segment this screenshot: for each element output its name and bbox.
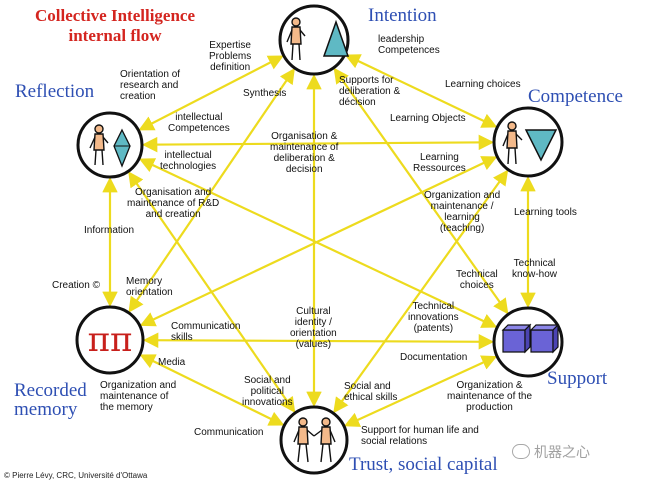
label-leadership: leadership Competences [378, 34, 440, 56]
node-intention [278, 4, 350, 76]
label-media: Media [158, 357, 186, 368]
label-org-maint-memory: Organization and maintenance of the memo… [100, 380, 177, 413]
label-competence: Competence [528, 86, 623, 107]
inverted-triangle-icon [524, 129, 558, 162]
node-trust [279, 405, 349, 475]
arrow-memory-trust [139, 354, 285, 426]
label-trust: Trust, social capital [349, 454, 498, 475]
arrow-memory-support [142, 332, 495, 350]
wechat-bubble-icon [512, 444, 530, 459]
arrow-intention-memory [128, 68, 295, 313]
person-icon [502, 121, 523, 165]
label-expertise: Expertise Problems definition [209, 40, 252, 73]
label-learning-choices: Learning choices [445, 79, 521, 90]
label-social-ethical: Social and ethical skills [344, 381, 398, 403]
label-org-maint-deliberation: Organisation & maintenance of deliberati… [270, 131, 339, 175]
label-support-human-life: Support for human life and social relati… [361, 425, 479, 447]
person-icon [89, 124, 109, 166]
diagram-title: Collective Intelligence internal flow [10, 6, 220, 46]
cube-icon [501, 323, 532, 354]
label-intellectual-competences: intellectual Competences [168, 112, 230, 134]
label-cultural-identity: Cultural identity / orientation (values) [290, 306, 337, 350]
label-support: Support [547, 368, 608, 389]
title-line-1: Collective Intelligence [34, 6, 196, 25]
label-technical-choices: Technical choices [456, 269, 498, 291]
title-line-2: internal flow [68, 26, 162, 45]
label-recorded-memory-line-1: Recorded [14, 380, 87, 401]
node-competence [492, 106, 564, 178]
label-org-maint-learning: Organization and maintenance / learning … [424, 190, 501, 234]
label-reflection: Reflection [15, 81, 95, 102]
label-recorded-memory-line-2: memory [14, 399, 78, 420]
label-synthesis: Synthesis [243, 88, 287, 99]
label-communication: Communication [194, 427, 264, 438]
label-information: Information [84, 225, 135, 236]
label-orientation-research: Orientation of research and creation [120, 69, 181, 102]
triangle-icon [322, 19, 350, 57]
cube-icon [529, 323, 560, 354]
pi-symbol: ππ [87, 320, 133, 360]
label-memory-orientation: Memory orientation [126, 276, 173, 298]
label-social-political: Social and political innovations [242, 375, 293, 408]
label-recorded-memory: Recorded memory [14, 381, 87, 419]
arrow-intention-support [333, 67, 509, 315]
label-org-maint-production: Organization & maintenance of the produc… [447, 380, 533, 413]
label-technical-innovations: Technical innovations (patents) [408, 301, 459, 334]
label-supports-deliberation: Supports for deliberation & décision [339, 75, 401, 108]
label-learning-tools: Learning tools [514, 207, 577, 218]
label-documentation: Documentation [400, 352, 468, 363]
label-technical-knowhow: Technical know-how [512, 258, 558, 280]
author-credit: © Pierre Lévy, CRC, Université d'Ottawa [4, 471, 148, 480]
node-support [492, 306, 564, 378]
watermark: 机器之心 [512, 442, 590, 462]
label-learning-objects: Learning Objects [390, 113, 466, 124]
copyright-circle-icon: © [89, 280, 100, 291]
watermark-text: 机器之心 [534, 445, 590, 461]
node-recorded-memory [75, 305, 145, 375]
label-org-maint-rd: Organisation and maintenance of R&D and … [127, 187, 220, 220]
label-communication-skills: Communication skills [171, 321, 241, 343]
person-icon [286, 17, 306, 61]
label-creation: Creation © [52, 280, 100, 291]
diamond-icon [113, 128, 131, 168]
two-people-icon [293, 417, 336, 463]
node-reflection [76, 111, 144, 179]
label-intellectual-technologies: intellectual technologies [160, 150, 217, 172]
arrow-competence-memory [139, 156, 498, 327]
label-learning-resources: Learning Ressources [413, 152, 466, 174]
flow-arrows [102, 54, 536, 427]
arrow-support-trust [343, 355, 498, 427]
label-intention: Intention [368, 5, 437, 26]
